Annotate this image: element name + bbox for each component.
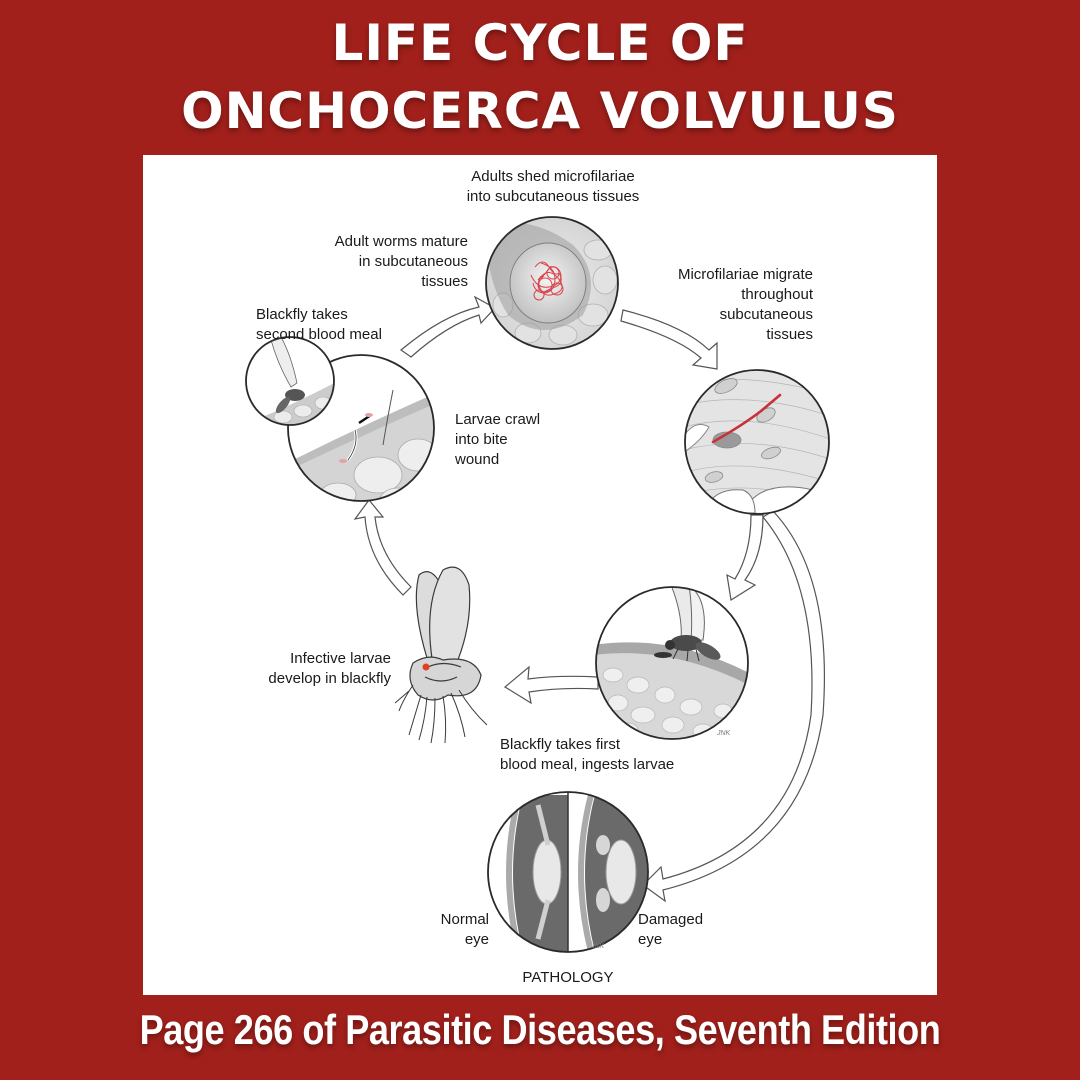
migrating-microfilaria-illustration — [684, 369, 830, 515]
svg-text:JNK: JNK — [590, 943, 605, 950]
blackfly-larvae-development-illustration — [394, 566, 488, 744]
diagram-panel: JNK — [143, 155, 937, 995]
cycle-arrows — [353, 295, 826, 903]
page-title-line-1: LIFE CYCLE OF — [331, 14, 749, 72]
blackfly-first-blood-meal-illustration: JNK — [595, 586, 749, 740]
label-pathology: PATHOLOGY — [522, 969, 614, 986]
blackfly-second-blood-meal-illustration — [245, 336, 335, 426]
label-larvae-crawl: Larvae crawl into bite wound — [455, 411, 541, 468]
label-infective-larvae: Infective larvae develop in blackfly — [268, 650, 391, 687]
label-normal-eye: Normal eye — [440, 911, 489, 948]
svg-text:JNK: JNK — [716, 730, 731, 737]
label-first-blood-meal: Blackfly takes first blood meal, ingests… — [500, 736, 675, 773]
source-caption: Page 266 of Parasitic Diseases, Seventh … — [139, 1006, 941, 1053]
label-damaged-eye: Damaged eye — [638, 911, 704, 948]
label-adult-worms-mature: Adult worms mature in subcutaneous tissu… — [334, 233, 468, 290]
pathology-eye-illustration: JNK — [487, 791, 649, 953]
label-microfilariae-migrate: Microfilariae migrate throughout subcuta… — [677, 266, 813, 343]
life-cycle-diagram: JNK — [245, 216, 830, 953]
label-adults-shed: Adults shed microfilariae into subcutane… — [466, 168, 640, 205]
page-title-line-2: ONCHOCERCA VOLVULUS — [181, 82, 899, 140]
adult-worm-nodule-illustration — [485, 216, 619, 350]
label-second-blood-meal: Blackfly takes second blood meal — [256, 306, 382, 343]
